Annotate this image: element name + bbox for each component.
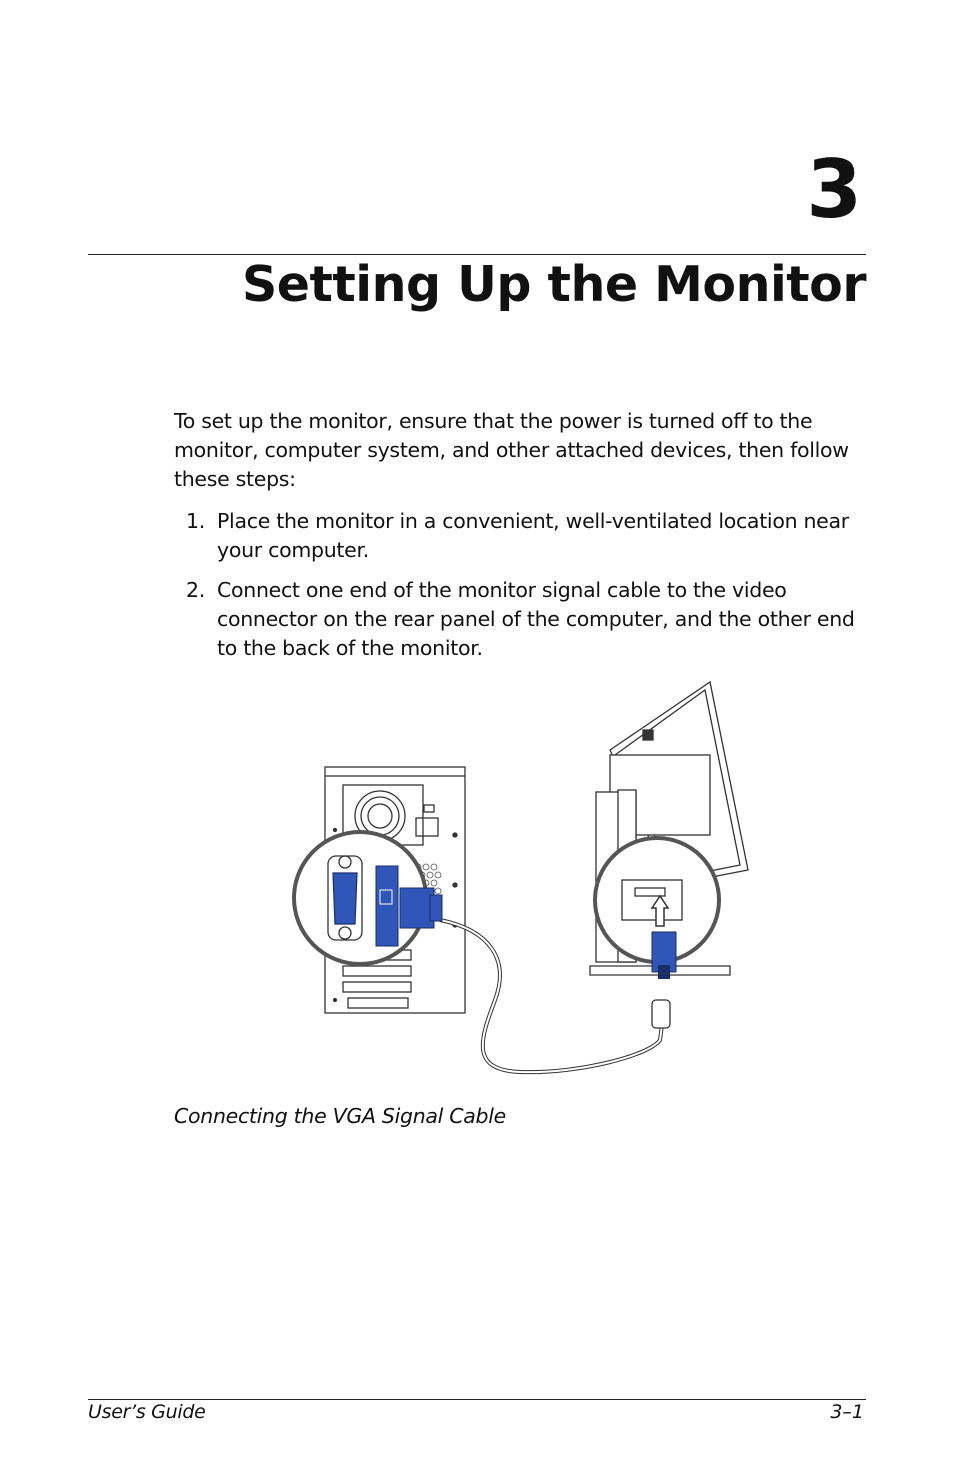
step-number: 1. xyxy=(186,509,205,533)
step-1: 1. Place the monitor in a convenient, we… xyxy=(186,507,876,565)
footer-page-number: 3–1 xyxy=(830,1401,864,1423)
vga-cable-illustration xyxy=(280,670,760,1090)
monitor-port-zoom xyxy=(593,836,721,979)
chapter-title: Setting Up the Monitor xyxy=(241,256,867,313)
footer-guide-name: User’s Guide xyxy=(88,1401,206,1423)
ferrite-bead xyxy=(651,999,671,1029)
title-rule xyxy=(88,254,866,255)
intro-paragraph: To set up the monitor, ensure that the p… xyxy=(174,409,849,491)
chapter-number: 3 xyxy=(806,143,862,236)
step-number: 2. xyxy=(186,578,205,602)
computer-port-zoom xyxy=(292,830,443,966)
step-text: Place the monitor in a convenient, well-… xyxy=(217,509,849,562)
step-2: 2. Connect one end of the monitor signal… xyxy=(186,576,876,663)
figure-caption: Connecting the VGA Signal Cable xyxy=(174,1104,506,1128)
step-text: Connect one end of the monitor signal ca… xyxy=(217,578,855,660)
footer-rule xyxy=(88,1399,866,1400)
